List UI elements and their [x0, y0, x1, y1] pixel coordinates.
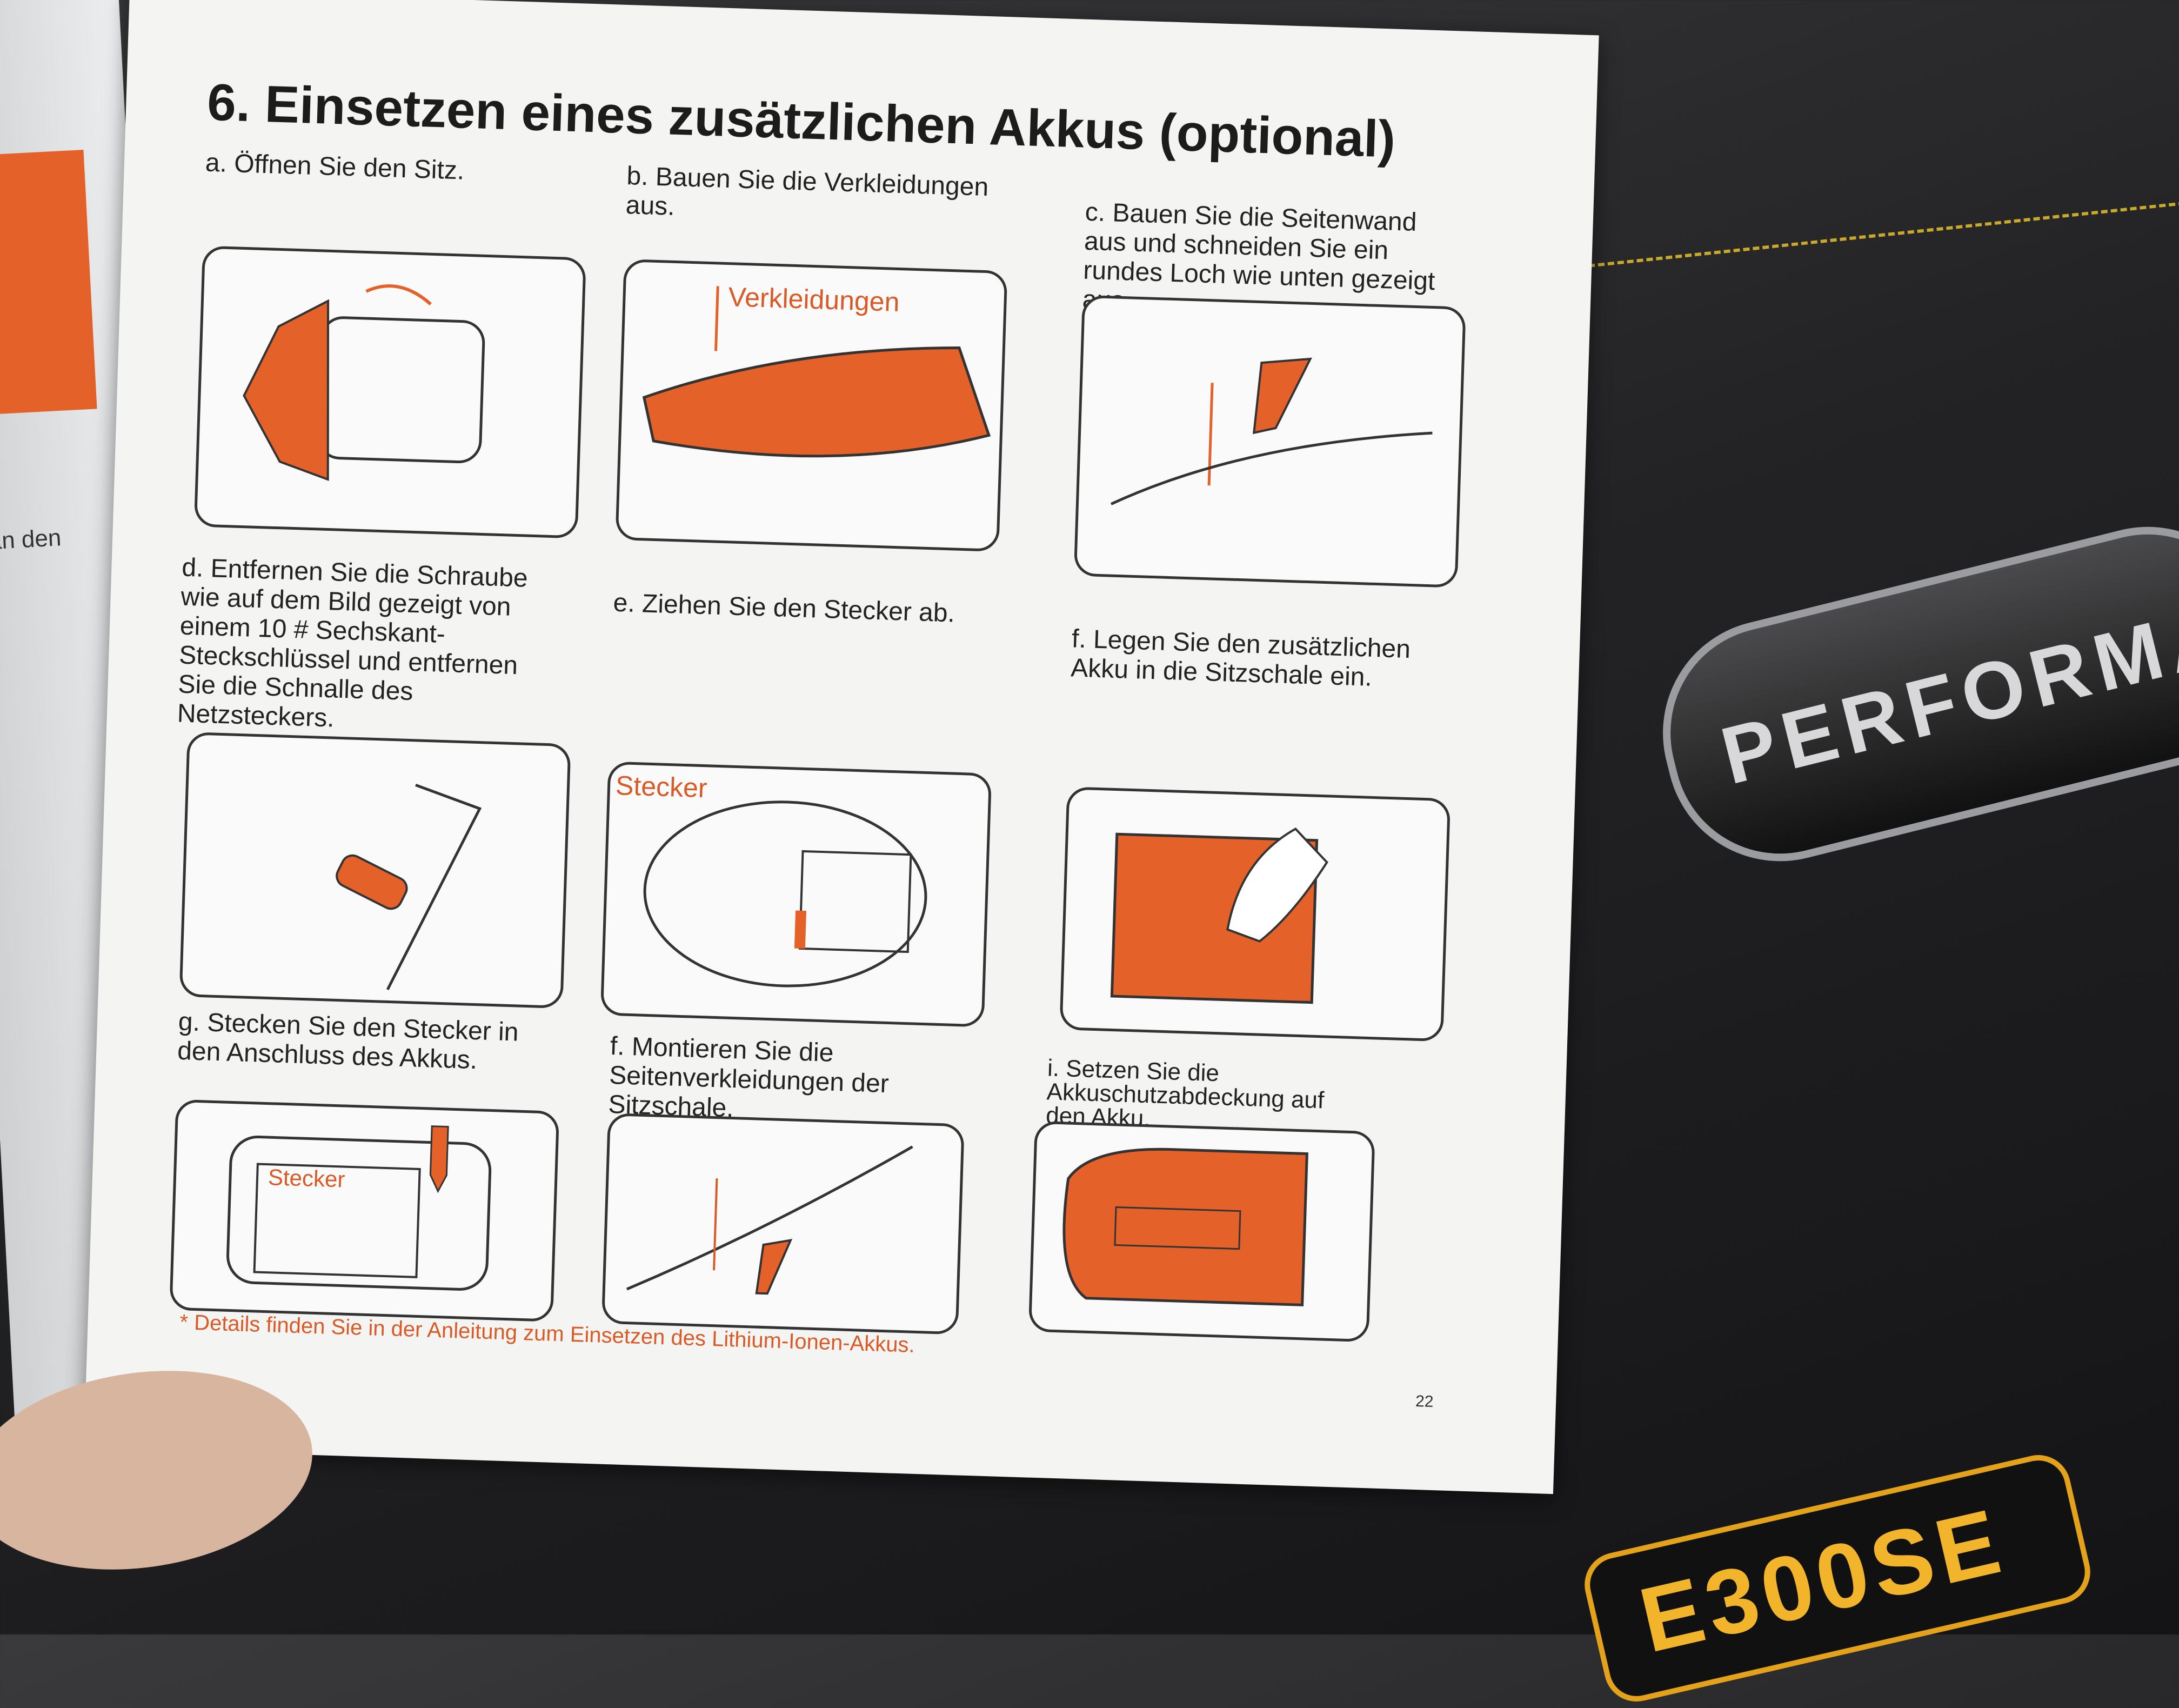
- left-page-text: n an den: [0, 524, 62, 556]
- step-e-illustration: Stecker: [600, 761, 992, 1028]
- step-h-illustration: [601, 1112, 965, 1335]
- step-g-illustration: Stecker: [169, 1099, 560, 1322]
- step-i-illustration: [1028, 1120, 1375, 1343]
- step-a-caption: a. Öffnen Sie den Sitz.: [205, 148, 465, 185]
- step-f-caption: f. Legen Sie den zusätzlichen Akku in di…: [1070, 624, 1411, 692]
- badge-text: PERFORMA: [1712, 586, 2179, 802]
- manual-page: 6. Einsetzen eines zusätzlichen Akkus (o…: [84, 0, 1599, 1494]
- step-d-illustration: [179, 732, 571, 1009]
- step-a-illustration: [193, 245, 586, 539]
- step-f-illustration: [1059, 786, 1451, 1042]
- model-badge: E300SE: [1578, 1449, 2097, 1708]
- stecker-label: Stecker: [615, 770, 708, 804]
- left-page-illustration: [0, 150, 97, 416]
- model-badge-text: E300SE: [1630, 1489, 2014, 1672]
- step-g-caption: g. Stecken Sie den Stecker in den Anschl…: [177, 1007, 519, 1075]
- step-d-caption: d. Entfernen Sie die Schraube wie auf de…: [177, 553, 529, 733]
- step-e-caption: e. Ziehen Sie den Stecker ab.: [612, 588, 955, 628]
- step-b-caption: b. Bauen Sie die Verkleidungen aus.: [625, 162, 989, 221]
- seat-open-drawing: [243, 284, 485, 481]
- stecker-label-2: Stecker: [268, 1164, 346, 1192]
- seat-stitching: [1568, 198, 2179, 270]
- step-b-illustration: Verkleidungen: [615, 258, 1008, 552]
- verkleidungen-label: Verkleidungen: [727, 282, 900, 318]
- performance-badge: PERFORMA: [1639, 503, 2179, 885]
- step-c-illustration: [1073, 295, 1466, 588]
- page-number: 22: [1415, 1392, 1434, 1411]
